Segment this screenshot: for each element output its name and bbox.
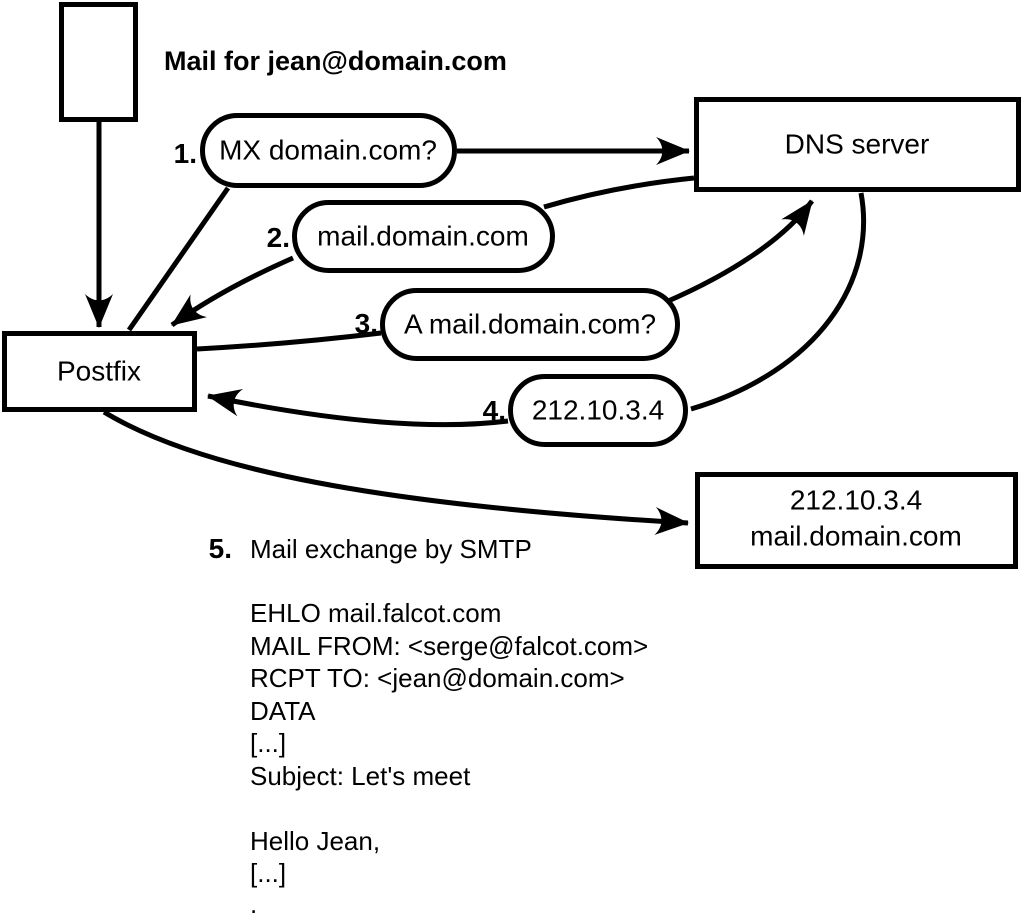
- step-2-reply-pill: mail.domain.com 2.: [267, 200, 555, 273]
- step-3-number: 3.: [355, 308, 378, 339]
- smtp-line: [...]: [250, 858, 286, 888]
- smtp-line: Hello Jean,: [250, 826, 380, 856]
- step-5-label: Mail exchange by SMTP: [250, 534, 532, 564]
- dns-server-node: DNS server: [694, 97, 1021, 192]
- connectors: [85, 122, 867, 536]
- mail-message-icon: [59, 2, 138, 122]
- smtp-line: EHLO mail.falcot.com: [250, 598, 501, 628]
- mailhost-ip-label: 212.10.3.4: [790, 485, 922, 516]
- step-3-pill-shape: [380, 288, 680, 361]
- step-1-label: MX domain.com?: [219, 135, 437, 166]
- step-5-number: 5.: [209, 533, 232, 564]
- line-dns-to-reply4: [690, 192, 867, 412]
- mail-message-node: [59, 2, 138, 122]
- step-2-label: mail.domain.com: [317, 221, 529, 252]
- step-2-pill-shape: [292, 200, 555, 273]
- step-5-caption: 5. Mail exchange by SMTP: [209, 533, 532, 564]
- smtp-line: MAIL FROM: <serge@falcot.com>: [250, 631, 648, 661]
- mailhost-box: [695, 472, 1018, 569]
- step-1-number: 1.: [174, 138, 197, 169]
- arrow-reply2-to-postfix: [170, 255, 295, 328]
- postfix-label: Postfix: [57, 356, 141, 387]
- arrow-reply4-to-postfix: [207, 388, 509, 428]
- step-4-label: 212.10.3.4: [532, 395, 664, 426]
- step-1-query-pill: MX domain.com? 1.: [174, 113, 457, 188]
- postfix-box: [2, 331, 197, 412]
- smtp-line: [...]: [250, 728, 286, 758]
- arrow-query3-to-dns: [665, 199, 815, 305]
- step-4-reply-pill: 212.10.3.4 4.: [483, 374, 688, 447]
- smtp-session-transcript: EHLO mail.falcot.com MAIL FROM: <serge@f…: [250, 598, 648, 919]
- line-dns-to-reply2: [543, 175, 695, 210]
- postfix-node: Postfix: [2, 331, 197, 412]
- step-3-label: A mail.domain.com?: [404, 309, 656, 340]
- smtp-line: Subject: Let's meet: [250, 761, 471, 791]
- line-postfix-to-query1: [126, 186, 231, 332]
- step-2-number: 2.: [267, 222, 290, 253]
- mailhost-node: 212.10.3.4 mail.domain.com: [695, 472, 1018, 569]
- smtp-line: DATA: [250, 696, 316, 726]
- step-3-query-pill: A mail.domain.com? 3.: [355, 288, 680, 361]
- smtp-line: .: [250, 889, 257, 919]
- dns-server-label: DNS server: [785, 129, 930, 160]
- step-4-number: 4.: [483, 395, 506, 426]
- dns-server-box: [694, 97, 1021, 192]
- mail-note: Mail for jean@domain.com: [164, 46, 507, 76]
- line-postfix-to-query3: [196, 330, 382, 352]
- step-4-pill-shape: [508, 374, 688, 447]
- mailhost-name-label: mail.domain.com: [750, 521, 962, 552]
- arrow-smtp-exchange: [102, 409, 689, 536]
- step-1-pill-shape: [200, 113, 457, 188]
- smtp-line: RCPT TO: <jean@domain.com>: [250, 663, 625, 693]
